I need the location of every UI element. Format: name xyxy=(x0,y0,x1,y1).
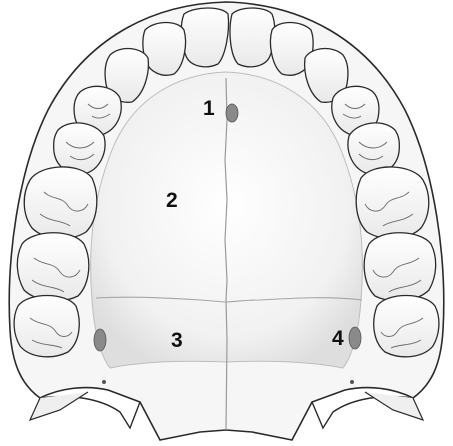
tooth-molar1-right xyxy=(356,167,429,238)
lesser-palatine-foramen-right xyxy=(350,380,354,384)
greater-palatine-foramen-left xyxy=(94,329,106,351)
tooth-molar2-left xyxy=(17,233,88,301)
lesser-palatine-foramen-left xyxy=(102,380,106,384)
label-2: 2 xyxy=(166,190,178,211)
label-1: 1 xyxy=(203,98,215,119)
tooth-molar3-left xyxy=(14,296,79,357)
tooth-molar2-right xyxy=(364,233,435,301)
label-4: 4 xyxy=(332,328,344,349)
tooth-molar1-left xyxy=(24,167,97,238)
label-3: 3 xyxy=(171,330,183,351)
tooth-central-incisor-left xyxy=(181,8,228,67)
greater-palatine-foramen-right xyxy=(349,327,361,349)
tooth-central-incisor-right xyxy=(230,8,275,67)
tooth-molar3-right xyxy=(374,296,439,357)
tooth-lateral-incisor-left xyxy=(143,23,186,76)
incisive-foramen xyxy=(226,104,238,122)
